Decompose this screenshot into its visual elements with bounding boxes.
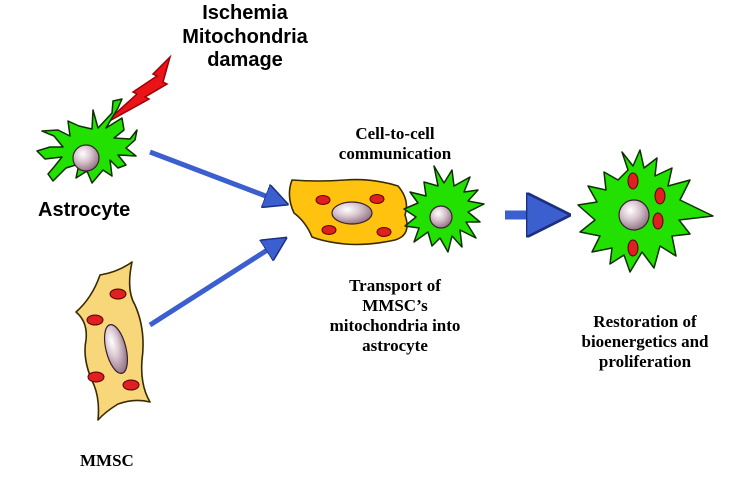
- mitochondrion: [315, 195, 331, 205]
- arrow-icon: [148, 240, 283, 328]
- injury-label-line-3: damage: [207, 49, 283, 72]
- communication-label: Cell-to-cell communication: [310, 124, 480, 164]
- transport-label-line-2: MMSC’s: [362, 296, 428, 316]
- restoration-label: Restoration of bioenergetics and prolife…: [555, 312, 735, 372]
- restoration-label-line-2: bioenergetics and: [581, 332, 709, 352]
- mitochondrion: [654, 187, 666, 205]
- mitochondrion: [627, 239, 639, 257]
- mitochondrion: [369, 194, 385, 204]
- astrocyte-cell-damaged: [36, 98, 138, 184]
- fused-mmsc-nucleus: [331, 201, 373, 225]
- mitochondrion: [376, 227, 392, 237]
- fused-astrocyte-nucleus: [429, 205, 453, 229]
- injury-label-line-2: Mitochondria: [182, 25, 308, 48]
- mitochondrion: [109, 288, 127, 300]
- astrocyte-nucleus: [72, 144, 100, 172]
- mmsc-label: MMSC: [80, 451, 134, 470]
- injury-label-line-1: Ischemia: [202, 2, 288, 24]
- mitochondrion: [627, 172, 639, 190]
- mmsc-nucleus: [103, 324, 129, 374]
- transport-label-line-1: Transport of: [349, 276, 441, 295]
- mitochondrion: [87, 371, 105, 383]
- transport-label-line-4: astrocyte: [362, 336, 428, 356]
- astrocyte-label: Astrocyte: [38, 199, 131, 221]
- restoration-label-line-3: proliferation: [598, 352, 692, 372]
- cell-to-cell-contact: [288, 165, 485, 253]
- astrocyte-body: [36, 98, 138, 184]
- mitochondrion: [122, 379, 140, 391]
- arrow-icon: [149, 149, 284, 203]
- transport-label-line-3: mitochondria into: [329, 316, 461, 336]
- mitochondrion: [86, 314, 104, 326]
- communication-label-line-1: Cell-to-cell: [355, 124, 435, 143]
- transport-label: Transport of MMSC’s mitochondria into as…: [305, 276, 485, 356]
- injury-label: Ischemia Mitochondria damage: [170, 2, 320, 73]
- astrocyte-cell-restored: [577, 149, 714, 273]
- restored-astrocyte-nucleus: [618, 199, 650, 231]
- mitochondrion: [652, 212, 664, 230]
- restoration-label-line-1: Restoration of: [593, 312, 697, 331]
- mitochondrion: [321, 225, 337, 235]
- communication-label-line-2: communication: [338, 144, 452, 164]
- mmsc-cell: [75, 261, 151, 421]
